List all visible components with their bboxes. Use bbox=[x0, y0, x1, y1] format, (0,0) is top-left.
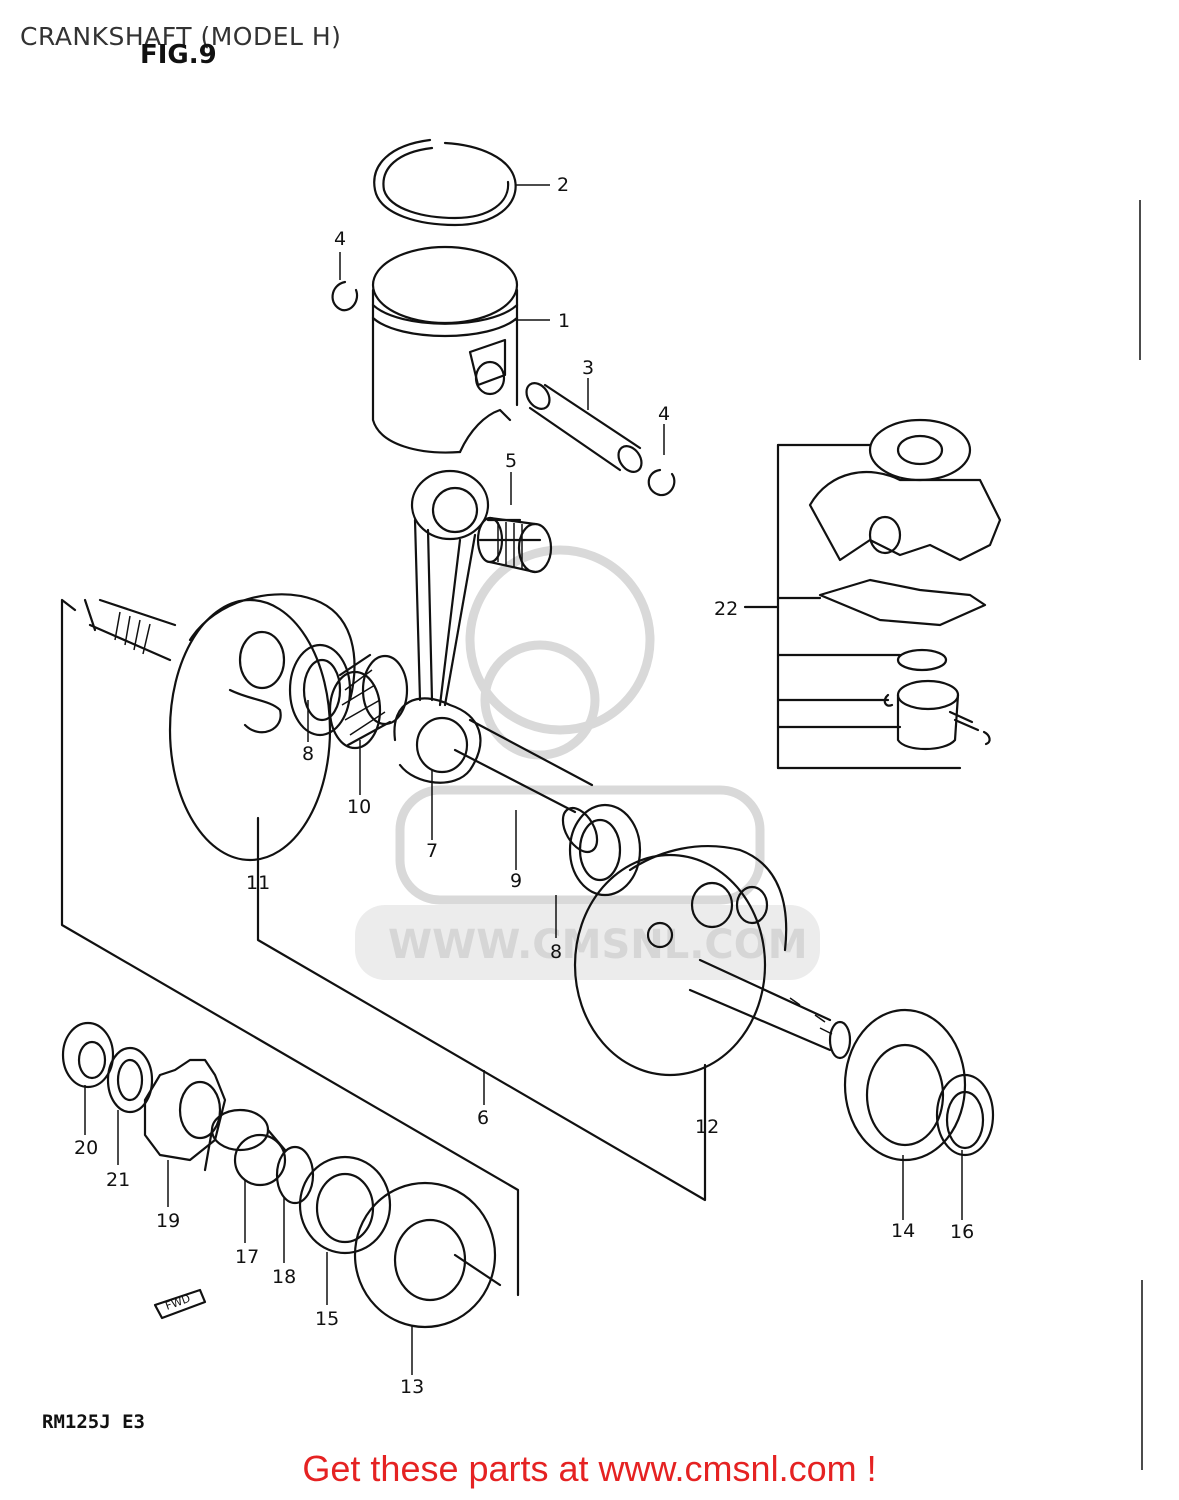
cta-link[interactable]: Get these parts at www.cmsnl.com ! bbox=[302, 1448, 877, 1489]
piston-pin-clip-left bbox=[331, 280, 359, 312]
callout-22: 22 bbox=[714, 598, 738, 620]
model-code: RM125J E3 bbox=[42, 1411, 145, 1433]
right-crank-half bbox=[573, 844, 852, 1077]
piston-ring bbox=[373, 138, 517, 227]
callout-16: 16 bbox=[950, 1221, 974, 1243]
callout-9: 9 bbox=[510, 870, 522, 892]
watermark-text: WWW.CMSNL.COM bbox=[388, 922, 808, 968]
callout-18: 18 bbox=[272, 1266, 296, 1288]
callout-19: 19 bbox=[156, 1210, 180, 1232]
piston-pin bbox=[525, 382, 643, 473]
callout-21: 21 bbox=[106, 1169, 130, 1191]
figure-number: FIG.9 bbox=[140, 40, 217, 70]
thrust-washer-left bbox=[288, 643, 352, 737]
primary-drive-gear bbox=[143, 1058, 227, 1162]
callout-5: 5 bbox=[505, 450, 517, 472]
crankshaft-nut bbox=[61, 1021, 115, 1089]
lock-washer bbox=[106, 1046, 154, 1114]
piston-pin-clip-right bbox=[647, 468, 676, 497]
callout-4-right: 4 bbox=[658, 403, 670, 425]
right-crank-bearing bbox=[843, 1008, 967, 1162]
callout-8-right: 8 bbox=[550, 941, 562, 963]
callout-8-left: 8 bbox=[302, 743, 314, 765]
gasket-set-inset bbox=[743, 418, 1002, 770]
piston bbox=[371, 245, 519, 454]
fwd-label: FWD bbox=[164, 1292, 193, 1313]
small-end-bearing bbox=[476, 516, 553, 574]
callout-12: 12 bbox=[695, 1116, 719, 1138]
callout-1: 1 bbox=[558, 310, 570, 332]
crankshaft-spacer bbox=[203, 1108, 287, 1187]
assembly-brackets bbox=[60, 598, 707, 1297]
crankshaft-ring bbox=[275, 1145, 315, 1205]
left-oil-seal bbox=[298, 1155, 392, 1255]
right-oil-seal bbox=[935, 1073, 995, 1157]
left-crank-half bbox=[83, 593, 356, 862]
connecting-rod bbox=[393, 469, 490, 784]
callout-6: 6 bbox=[477, 1107, 489, 1129]
diagram-title: CRANKSHAFT (MODEL H) bbox=[20, 22, 342, 51]
callout-14: 14 bbox=[891, 1220, 915, 1242]
callout-15: 15 bbox=[315, 1308, 339, 1330]
callout-20: 20 bbox=[74, 1137, 98, 1159]
left-crank-bearing bbox=[353, 1181, 502, 1329]
callout-13: 13 bbox=[400, 1376, 424, 1398]
thrust-washer-right bbox=[568, 803, 642, 897]
callout-7: 7 bbox=[426, 840, 438, 862]
fwd-arrow-icon: FWD bbox=[153, 1288, 207, 1320]
callout-4-left: 4 bbox=[334, 228, 346, 250]
callout-3: 3 bbox=[582, 357, 594, 379]
callout-2: 2 bbox=[557, 174, 569, 196]
page-edge-marks bbox=[1139, 200, 1143, 1470]
callout-11: 11 bbox=[246, 872, 270, 894]
callout-10: 10 bbox=[347, 796, 371, 818]
callout-17: 17 bbox=[235, 1246, 259, 1268]
leader-lines bbox=[84, 184, 963, 1375]
